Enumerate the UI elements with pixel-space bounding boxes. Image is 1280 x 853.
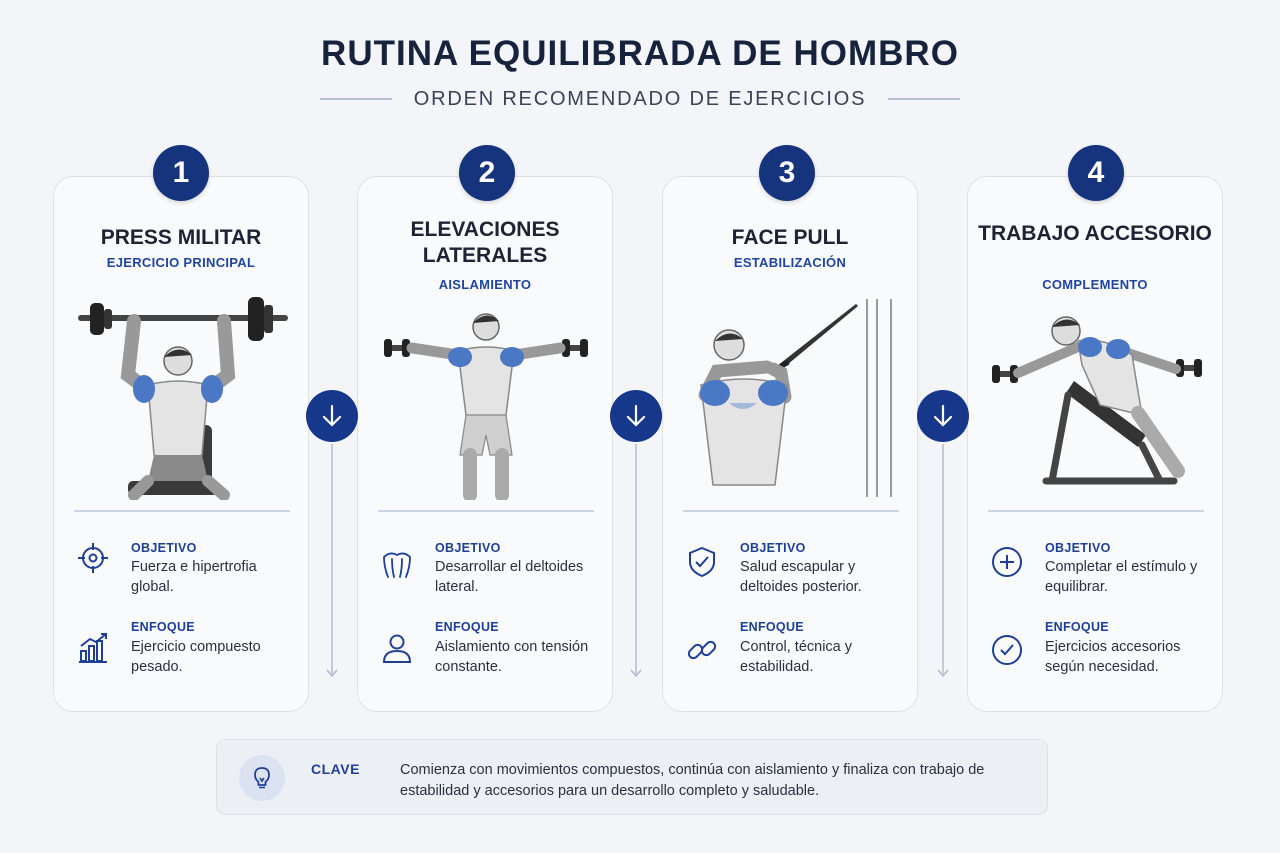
trabajo-accesorio-illustration bbox=[992, 316, 1202, 485]
focus-text: Aislamiento con tensión constante. bbox=[435, 639, 589, 675]
focus-text: Control, técnica y estabilidad. bbox=[740, 639, 853, 675]
focus-label: ENFOQUE bbox=[740, 620, 804, 634]
subtitle-divider-right bbox=[888, 98, 961, 100]
page-subtitle: ORDEN RECOMENDADO DE EJERCICIOS bbox=[413, 87, 867, 110]
person-icon bbox=[382, 634, 412, 663]
elevaciones-laterales-illustration bbox=[384, 313, 588, 500]
press-militar-illustration bbox=[78, 297, 288, 500]
objective-label: OBJETIVO bbox=[740, 541, 806, 555]
arrow-head-2 bbox=[630, 669, 642, 678]
objective-text: Completar el estímulo y equilibrar. bbox=[1045, 559, 1198, 595]
step-category: ESTABILIZACIÓN bbox=[733, 255, 847, 270]
objective-text: Salud escapular y deltoides posterior. bbox=[740, 559, 862, 595]
key-note-box: CLAVE Comienza con movimientos compuesto… bbox=[216, 739, 1048, 815]
card-divider bbox=[683, 510, 899, 512]
focus-label: ENFOQUE bbox=[1045, 620, 1109, 634]
step-title: FACE PULL bbox=[731, 226, 849, 249]
flow-line-3 bbox=[942, 444, 944, 674]
subtitle-divider-left bbox=[319, 98, 392, 100]
focus-text: Ejercicio compuesto pesado. bbox=[131, 639, 261, 675]
step-card-1: PRESS MILITAR EJERCICIO PRINCIPAL OBJETI… bbox=[53, 176, 309, 712]
page-title: RUTINA EQUILIBRADA DE HOMBRO bbox=[321, 34, 959, 73]
objective-label: OBJETIVO bbox=[435, 541, 501, 555]
objective-text: Fuerza e hipertrofia global. bbox=[131, 559, 257, 595]
arrow-down-icon bbox=[917, 390, 969, 442]
step-number-badge-2: 2 bbox=[459, 145, 515, 201]
card-divider bbox=[378, 510, 594, 512]
lightbulb-icon bbox=[239, 755, 285, 801]
arrow-head-3 bbox=[937, 669, 949, 678]
arrow-down-icon bbox=[306, 390, 358, 442]
focus-label: ENFOQUE bbox=[131, 620, 195, 634]
card-divider bbox=[74, 510, 290, 512]
step-card-2: ELEVACIONES LATERALES AISLAMIENTO OBJETI… bbox=[357, 176, 613, 712]
check-circle-icon bbox=[992, 635, 1022, 665]
step-number-badge-1: 1 bbox=[153, 145, 209, 201]
card-divider bbox=[988, 510, 1204, 512]
flow-line-1 bbox=[331, 444, 333, 674]
objective-label: OBJETIVO bbox=[131, 541, 197, 555]
step-title: TRABAJO ACCESORIO bbox=[978, 222, 1212, 245]
face-pull-illustration bbox=[698, 299, 892, 497]
target-icon bbox=[78, 543, 108, 573]
arrow-down-icon bbox=[610, 390, 662, 442]
flow-line-2 bbox=[635, 444, 637, 674]
key-text: Comienza con movimientos compuestos, con… bbox=[400, 762, 985, 799]
step-number-badge-4: 4 bbox=[1068, 145, 1124, 201]
objective-text: Desarrollar el deltoides lateral. bbox=[435, 559, 584, 595]
focus-label: ENFOQUE bbox=[435, 620, 499, 634]
step-title: ELEVACIONES LATERALES bbox=[410, 218, 560, 267]
focus-text: Ejercicios accesorios según necesidad. bbox=[1045, 639, 1181, 675]
key-label: CLAVE bbox=[311, 761, 360, 777]
step-category: AISLAMIENTO bbox=[438, 277, 532, 292]
shoulder-muscle-icon bbox=[383, 552, 411, 578]
plus-circle-icon bbox=[992, 547, 1022, 577]
step-category: EJERCICIO PRINCIPAL bbox=[106, 255, 256, 270]
subtitle-row: ORDEN RECOMENDADO DE EJERCICIOS bbox=[0, 86, 1280, 112]
bar-chart-icon bbox=[79, 633, 107, 663]
step-category: COMPLEMENTO bbox=[1042, 277, 1148, 292]
step-card-4: TRABAJO ACCESORIO COMPLEMENTO OBJETIVO C… bbox=[967, 176, 1223, 712]
step-number-badge-3: 3 bbox=[759, 145, 815, 201]
objective-label: OBJETIVO bbox=[1045, 541, 1111, 555]
arrow-head-1 bbox=[326, 669, 338, 678]
link-icon bbox=[687, 640, 717, 660]
step-card-3: FACE PULL ESTABILIZACIÓN OBJETIVO Salud … bbox=[662, 176, 918, 712]
shield-check-icon bbox=[689, 546, 715, 578]
step-title: PRESS MILITAR bbox=[100, 226, 262, 249]
